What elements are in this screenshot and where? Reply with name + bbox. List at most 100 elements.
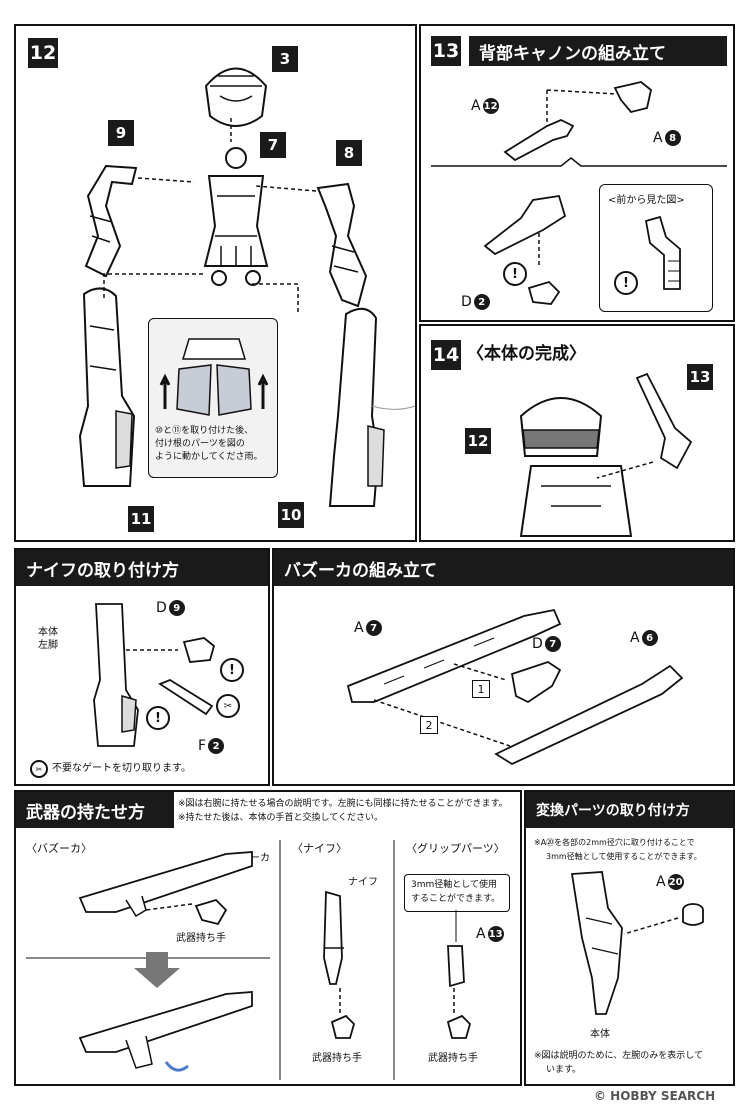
weapon-hold-panel: 武器の持たせ方 ※図は右腕に持たせる場合の説明です。左腕にも同様に持たせることが… (14, 790, 522, 1086)
knife-label: ナイフ (348, 877, 378, 888)
footnote-line2: います。 (546, 1065, 582, 1075)
step13-guides (431, 89, 727, 266)
bazooka-guide (26, 840, 395, 1080)
hip-joint-detail (159, 338, 269, 416)
step-title: 背部キャノンの組み立て (469, 36, 727, 66)
left-arm-illustration (316, 182, 368, 308)
grip-part-illustration (510, 661, 562, 704)
conversion-part-illustration (682, 903, 704, 926)
body-label: 本体 (590, 1029, 610, 1040)
held-bazooka-illustration (78, 991, 253, 1072)
knife-hand-label: 武器持ち手 (312, 1053, 362, 1064)
knife-holder-illustration (182, 637, 216, 663)
grip-guide (453, 910, 457, 1014)
conversion-parts-panel: 変換パーツの取り付け方 ※A⑳を各部の2mm径穴に取り付けることで 3mm径軸と… (524, 790, 735, 1086)
conversion-guide (623, 917, 679, 935)
bazooka-guide-lines (373, 663, 511, 747)
footnote-line1: ※図は説明のために、左腕のみを表示して (534, 1051, 704, 1061)
joint-part-illustration (527, 280, 561, 305)
left-leg-illustration (93, 603, 139, 747)
cannon-mount-illustration (613, 81, 653, 114)
torso-part-tag: 7 (260, 132, 286, 158)
knife-guide-lines (126, 649, 178, 651)
note-line2: 3mm径軸として使用することができます。 (546, 852, 702, 861)
grip-note-line1: 3mm径軸として使用 (411, 880, 497, 890)
caution-icon-1: ! (220, 658, 244, 682)
torso-part-illustration (203, 147, 269, 286)
right-arm-part-tag: 9 (108, 120, 134, 146)
body-label-line1: 本体 (38, 627, 58, 638)
inset-note-line1: ⑩と⑪を取り付けた後、 (155, 426, 254, 436)
grip-note-line2: することができます。 (411, 894, 501, 904)
front-view-illustration (644, 215, 681, 290)
inset-note-line3: ように動かしてくださ雨。 (155, 452, 263, 462)
step-12-panel: 12 3 7 9 8 11 10 (14, 24, 417, 542)
step-number: 14 (431, 340, 461, 370)
watermark: © HOBBY SEARCH (594, 1089, 716, 1103)
knife-hand-illustration (330, 1014, 356, 1039)
bazooka-lower-illustration (494, 664, 684, 766)
section-title: バズーカの組み立て (274, 550, 733, 586)
cannon-attach-illustration (635, 372, 693, 470)
right-arm-illustration (84, 164, 138, 278)
weapon-hand-label: 武器持ち手 (176, 933, 226, 944)
gate-cut-icon: ✂ (216, 694, 240, 718)
note-line1: ※A⑳を各部の2mm径穴に取り付けることで (534, 838, 695, 847)
weapon-hand-illustration (194, 898, 228, 926)
left-arm-illustration (570, 871, 623, 1015)
bazooka-illustration (78, 851, 253, 918)
note-line1: ※図は右腕に持たせる場合の説明です。左腕にも同様に持たせることができます。 (178, 799, 508, 809)
inset-note-line2: 付け根のパーツを図の (155, 439, 245, 449)
front-view-label: <前から見た図> (608, 195, 685, 206)
assembled-cannon-illustration (483, 194, 567, 256)
gate-note: 不要なゲートを切り取ります。 (52, 763, 191, 774)
gate-cut-legend-icon: ✂ (30, 760, 48, 778)
knife-guide (339, 988, 341, 1014)
step-2-marker: 2 (420, 716, 438, 734)
cannon-barrel-illustration (503, 119, 575, 162)
front-view-caution-icon: ! (614, 271, 638, 295)
inset-detail-box: ⑩と⑪を取り付けた後、 付け根のパーツを図の ように動かしてくださ雨。 (148, 318, 278, 478)
grip-note-box: 3mm径軸として使用 することができます。 (404, 874, 510, 912)
bazooka-heading: 〈バズーカ〉 (26, 842, 92, 855)
head-part-tag: 3 (272, 46, 298, 72)
completed-body-illustration (519, 397, 633, 537)
right-leg-illustration (78, 287, 136, 487)
step-title: 〈本体の完成〉 (467, 344, 586, 364)
left-leg-part-tag: 10 (278, 502, 304, 528)
front-view-box: <前から見た図> ! (599, 184, 713, 312)
grip-part-illustration (447, 945, 465, 988)
bazooka-upper-illustration (346, 608, 562, 703)
left-arm-part-tag: 8 (336, 140, 362, 166)
knife-heading: 〈ナイフ〉 (292, 842, 347, 855)
body-part-tag: 12 (465, 428, 491, 454)
caution-icon: ! (503, 262, 527, 286)
grip-heading: 〈グリップパーツ〉 (406, 842, 505, 855)
left-leg-illustration (328, 307, 385, 507)
body-label-line2: 左脚 (38, 640, 58, 651)
head-part-illustration (204, 67, 268, 127)
step-1-marker: 1 (472, 680, 490, 698)
step14-guide (596, 461, 654, 479)
grip-hand-label: 武器持ち手 (428, 1053, 478, 1064)
section-title: 変換パーツの取り付け方 (526, 792, 733, 828)
note-line2: ※持たせた後は、本体の手首と交換してください。 (178, 813, 384, 823)
step-14-panel: 14 〈本体の完成〉 12 13 (419, 324, 735, 542)
caution-icon-2: ! (146, 706, 170, 730)
step-number: 13 (431, 36, 461, 66)
section-title: ナイフの取り付け方 (16, 550, 268, 586)
knife-illustration (323, 890, 344, 985)
